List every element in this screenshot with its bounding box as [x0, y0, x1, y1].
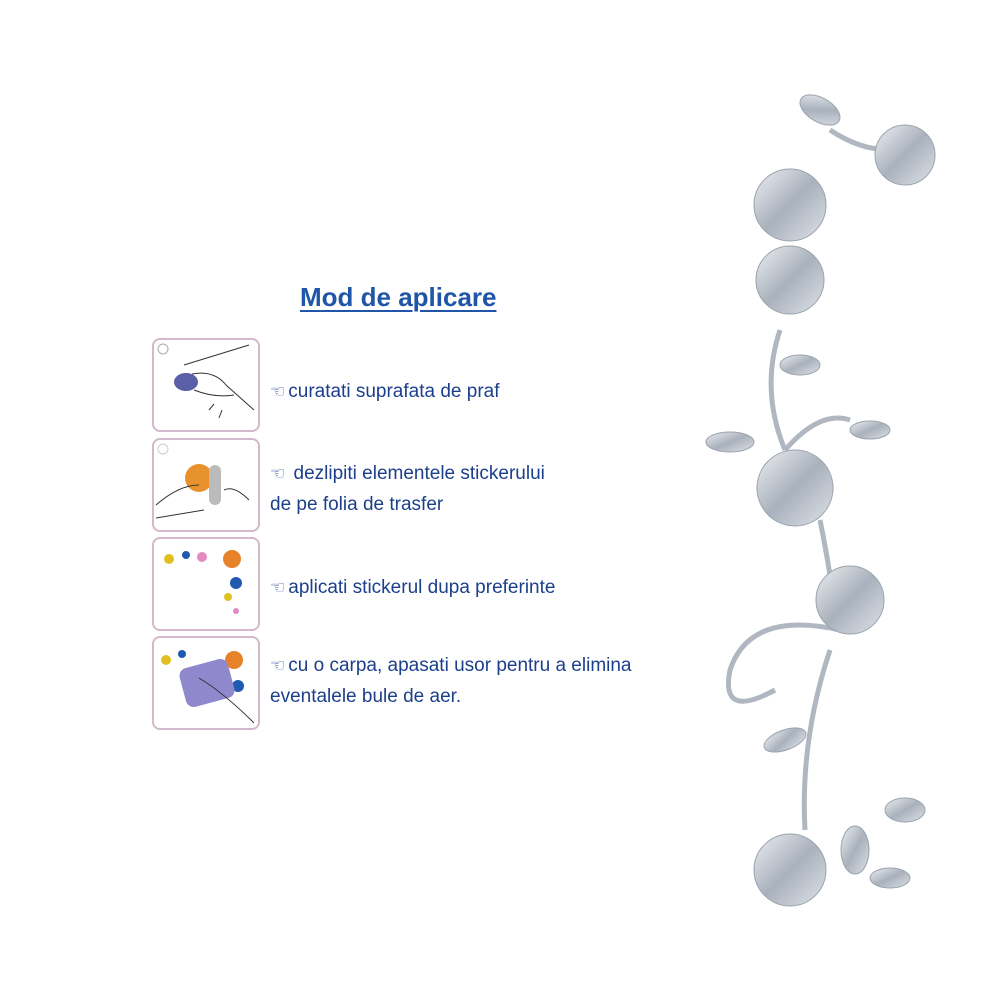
- step-line: eventalele bule de aer.: [270, 686, 462, 707]
- step-4-text: ☜cu o carpa, apasati usor pentru a elimi…: [270, 650, 632, 712]
- pointing-hand-icon: ☜: [270, 382, 286, 401]
- step-1-illustration: [152, 338, 260, 432]
- step-4-illustration: [152, 636, 260, 730]
- step-2-illustration: [152, 438, 260, 532]
- mirror-flower-vine-decoration: [705, 94, 936, 907]
- pointing-hand-icon: ☜: [270, 464, 286, 483]
- page-title: Mod de aplicare: [300, 282, 497, 312]
- pointing-hand-icon: ☜: [270, 578, 286, 597]
- step-line: cu o carpa, apasati usor pentru a elimin…: [288, 655, 632, 676]
- peeling-hand-icon: [155, 443, 250, 519]
- step-1-text: ☜curatati suprafata de praf: [270, 376, 500, 407]
- step-line: aplicati stickerul dupa preferinte: [288, 577, 556, 598]
- step-line: curatati suprafata de praf: [288, 381, 500, 402]
- step-3-illustration: [152, 537, 260, 631]
- flowers-icon: [164, 550, 242, 614]
- step-line: dezlipiti elementele stickerului: [288, 463, 545, 484]
- cleaning-hand-icon: [157, 343, 255, 419]
- step-2-text: ☜ dezlipiti elementele stickerului de pe…: [270, 458, 545, 520]
- step-line: de pe folia de trasfer: [270, 494, 444, 515]
- pressing-cloth-icon: [161, 650, 255, 724]
- step-3-text: ☜aplicati stickerul dupa preferinte: [270, 572, 555, 603]
- pointing-hand-icon: ☜: [270, 656, 286, 675]
